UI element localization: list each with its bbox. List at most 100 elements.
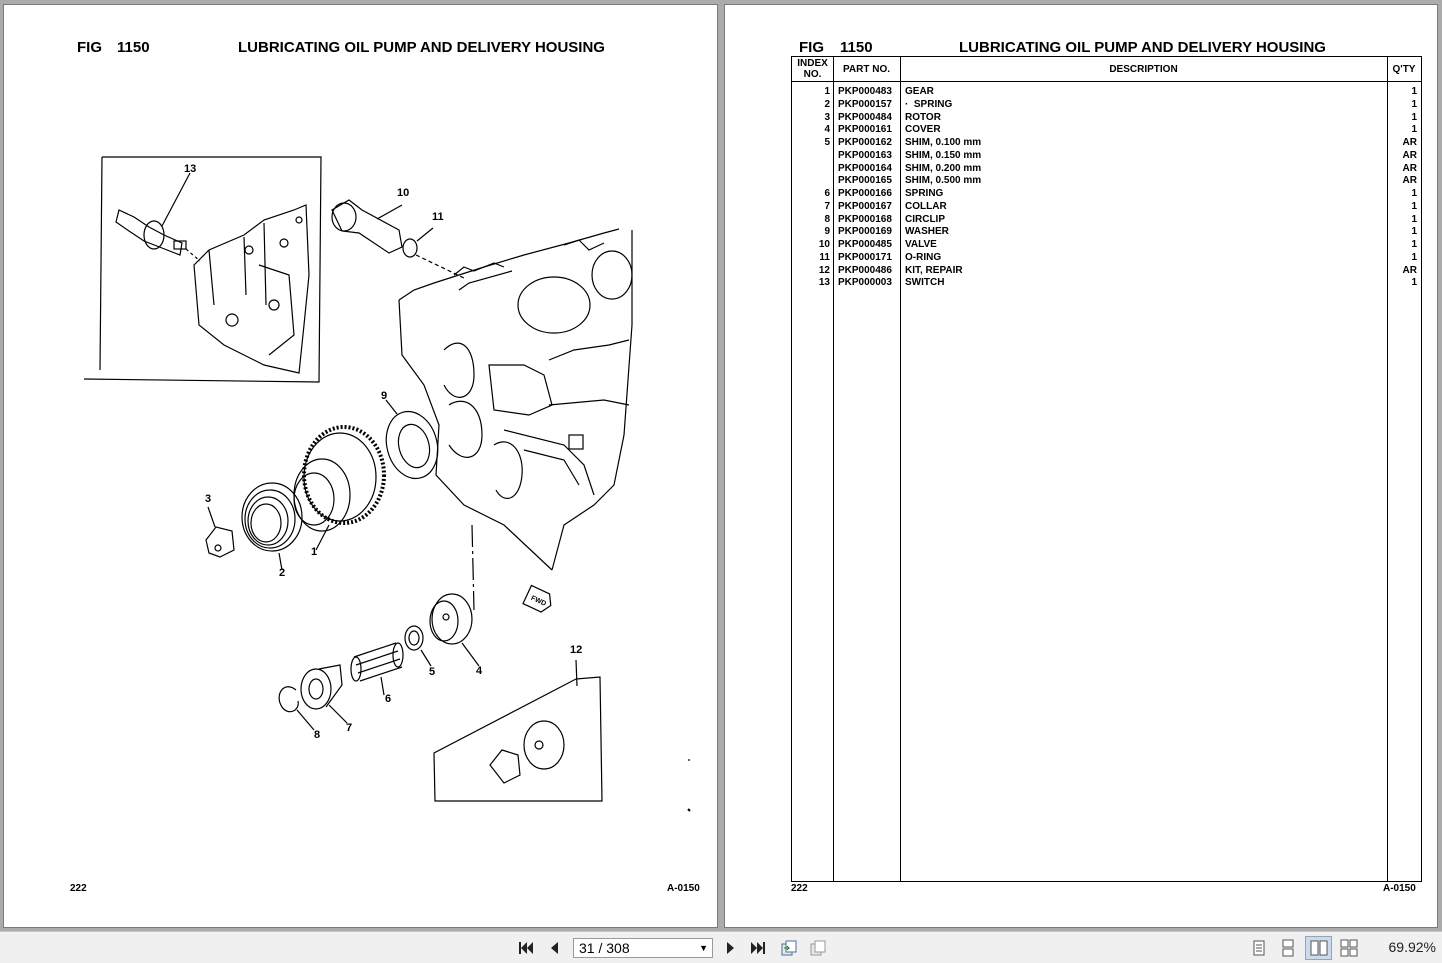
index-cell: 10 — [818, 239, 830, 250]
header-description: DESCRIPTION — [1109, 64, 1178, 75]
index-cell: 2 — [824, 98, 830, 110]
callout-13: 13 — [184, 163, 196, 175]
part-no-cell: PKP000162 — [838, 137, 892, 148]
part-no-cell: PKP000167 — [838, 200, 892, 212]
next-page-icon[interactable] — [721, 939, 739, 957]
callout-4: 4 — [476, 665, 483, 677]
chevron-down-icon[interactable]: ▼ — [699, 943, 708, 953]
callout-9: 9 — [381, 390, 387, 402]
index-cell: 4 — [824, 124, 830, 136]
index-cell: 9 — [824, 226, 830, 238]
two-page-continuous-view-icon[interactable] — [1340, 939, 1358, 957]
qty-cell: AR — [1402, 264, 1417, 276]
qty-cell: 1 — [1411, 213, 1417, 225]
description-cell: SHIM, 0.500 mm — [905, 175, 982, 187]
index-cell: 6 — [824, 188, 830, 199]
part-no-cell: PKP000171 — [838, 251, 892, 263]
index-cell: 5 — [824, 137, 830, 148]
first-page-icon[interactable] — [517, 939, 535, 957]
part-no-cell: PKP000484 — [838, 111, 892, 123]
part-8-circlip — [278, 686, 315, 731]
description-cell: ROTOR — [905, 111, 941, 123]
part-no-cell: PKP000168 — [838, 213, 892, 225]
qty-cell: 1 — [1411, 251, 1417, 263]
qty-cell: 1 — [1411, 226, 1417, 238]
viewer-toolbar: 31 / 308 ▼ 69.92% — [0, 931, 1442, 963]
inset-engine-block — [193, 204, 310, 374]
description-cell: SPRING — [905, 188, 944, 199]
zoom-level[interactable]: 69.92% — [1388, 939, 1436, 955]
part-3-rotor — [205, 506, 235, 558]
fig-number: 1150 — [840, 39, 873, 56]
previous-page-icon[interactable] — [546, 939, 564, 957]
callout-1: 1 — [311, 546, 317, 558]
part-no-cell: PKP000486 — [838, 264, 892, 276]
fwd-arrow — [522, 584, 552, 613]
qty-cell: 1 — [1411, 200, 1417, 212]
description-cell: COLLAR — [905, 200, 947, 212]
page-number: 222 — [791, 883, 808, 894]
part-no-cell: PKP000483 — [838, 86, 892, 97]
part-7-collar — [300, 664, 348, 724]
callout-7: 7 — [346, 722, 352, 734]
part-2-spring — [241, 482, 303, 571]
two-page-view-icon[interactable] — [1310, 939, 1328, 957]
part-11-o-ring — [402, 238, 418, 258]
right-page: FIG 1150 LUBRICATING OIL PUMP AND DELIVE… — [724, 4, 1438, 928]
last-page-icon[interactable] — [749, 939, 767, 957]
qty-cell: 1 — [1411, 98, 1417, 110]
part-no-cell: PKP000169 — [838, 226, 892, 238]
qty-cell: 1 — [1411, 239, 1417, 250]
assembly-frame — [471, 524, 475, 611]
description-cell: SHIM, 0.100 mm — [905, 137, 982, 148]
callout-2: 2 — [279, 567, 285, 579]
part-no-cell: PKP000161 — [838, 124, 892, 136]
qty-cell: 1 — [1411, 111, 1417, 123]
single-page-view-icon[interactable] — [1250, 939, 1268, 957]
index-cell: 11 — [819, 251, 830, 263]
description-cell: O-RING — [905, 251, 942, 263]
part-9-washer — [385, 399, 439, 480]
page-number: 222 — [70, 883, 87, 894]
fig-number: 1150 — [117, 39, 150, 56]
description-cell: · SPRING — [905, 98, 953, 110]
part-5-shim — [404, 625, 432, 667]
header-part-no: PART NO. — [842, 64, 891, 75]
index-cell: 12 — [818, 264, 830, 276]
page-code: A-0150 — [667, 883, 700, 894]
index-cell: 8 — [824, 213, 830, 225]
exploded-parts-diagram: 13 10 11 9 3 2 1 12 5 4 6 7 8 FWD — [83, 156, 691, 812]
callout-3: 3 — [205, 493, 211, 505]
inset-frame — [83, 156, 322, 383]
part-no-cell: PKP000163 — [838, 149, 892, 161]
part-4-cover — [429, 593, 480, 667]
header-qty: Q'TY — [1392, 64, 1416, 75]
part-10-valve — [331, 199, 403, 254]
go-forward-icon[interactable] — [809, 939, 827, 957]
callout-10: 10 — [397, 187, 409, 199]
fig-label: FIG — [799, 39, 824, 56]
left-page: FIG 1150 LUBRICATING OIL PUMP AND DELIVE… — [3, 4, 718, 928]
go-back-icon[interactable] — [780, 939, 798, 957]
description-cell: SWITCH — [905, 277, 945, 289]
continuous-view-icon[interactable] — [1279, 939, 1297, 957]
part-1-gear — [293, 425, 386, 551]
part-no-cell: PKP000157 — [838, 98, 892, 110]
page-number-input[interactable]: 31 / 308 ▼ — [573, 938, 713, 958]
page-indicator: 31 / 308 — [579, 940, 630, 956]
qty-cell: 1 — [1411, 124, 1417, 136]
callout-5: 5 — [429, 666, 435, 678]
description-cell: GEAR — [905, 86, 934, 97]
page-code: A-0150 — [1383, 883, 1416, 894]
part-no-cell: PKP000166 — [838, 188, 892, 199]
